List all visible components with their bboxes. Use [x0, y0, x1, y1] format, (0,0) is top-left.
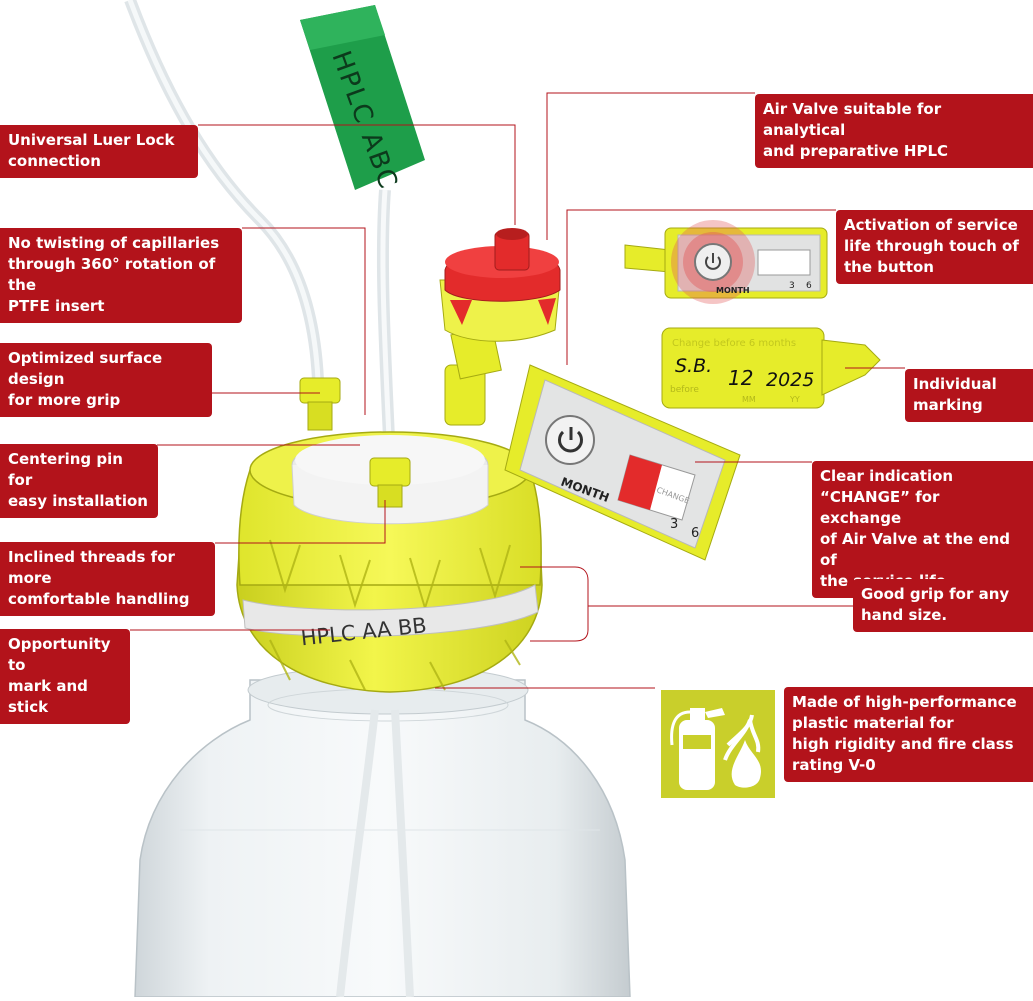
- left-fitting: [299, 377, 341, 431]
- callout-material: Made of high-performance plastic materia…: [784, 687, 1033, 782]
- activation-num6: 6: [806, 281, 812, 291]
- tag-header-text: Change before 6 months: [672, 338, 796, 349]
- tag-before-text: before: [670, 385, 699, 395]
- callout-centering-pin: Centering pin for easy installation: [0, 444, 158, 518]
- activation-month-text: MONTH: [716, 286, 750, 295]
- callout-air-valve: Air Valve suitable for analytical and pr…: [755, 94, 1033, 168]
- glass-bottle: [134, 665, 631, 998]
- leader-lines: [130, 92, 905, 689]
- callout-mark-stick: Opportunity to mark and stick: [0, 629, 130, 724]
- callout-individual: Individual marking: [905, 369, 1033, 422]
- tag-month-text: 12: [728, 366, 753, 390]
- callout-good-grip: Good grip for any hand size.: [853, 579, 1033, 632]
- callout-activation: Activation of service life through touch…: [836, 210, 1033, 284]
- tag-mm-text: MM: [742, 395, 756, 404]
- tag-year-text: 2025: [766, 369, 814, 391]
- power-icon: [558, 427, 583, 453]
- tag-yy-text: YY: [789, 395, 800, 404]
- center-fitting: [369, 457, 411, 508]
- num6-text: 6: [691, 526, 699, 541]
- left-capillary: [124, 0, 324, 381]
- num3-text: 3: [670, 517, 678, 532]
- activation-num3: 3: [789, 281, 795, 291]
- fire-rating-icon: [661, 690, 775, 798]
- callout-clear-indication: Clear indication “CHANGE” for exchange o…: [812, 461, 1033, 598]
- hplc-tube-tag: HPLC ABC: [300, 5, 425, 194]
- month-indicator: MONTH CHANGE 3 6: [504, 364, 741, 561]
- activation-detail: MONTH 3 6: [624, 220, 828, 304]
- fire-extinguisher-icon: [670, 708, 725, 790]
- air-valve: [439, 228, 561, 426]
- callout-no-twisting: No twisting of capillaries through 360° …: [0, 228, 242, 323]
- tag-initials-text: S.B.: [675, 355, 712, 377]
- marking-tag: Change before 6 months S.B. 12 2025 befo…: [661, 327, 881, 409]
- callout-inclined-threads: Inclined threads for more comfortable ha…: [0, 542, 215, 616]
- callout-surface-grip: Optimized surface design for more grip: [0, 343, 212, 417]
- callout-luer-lock: Universal Luer Lock connection: [0, 125, 198, 178]
- flame-icon: [723, 714, 762, 788]
